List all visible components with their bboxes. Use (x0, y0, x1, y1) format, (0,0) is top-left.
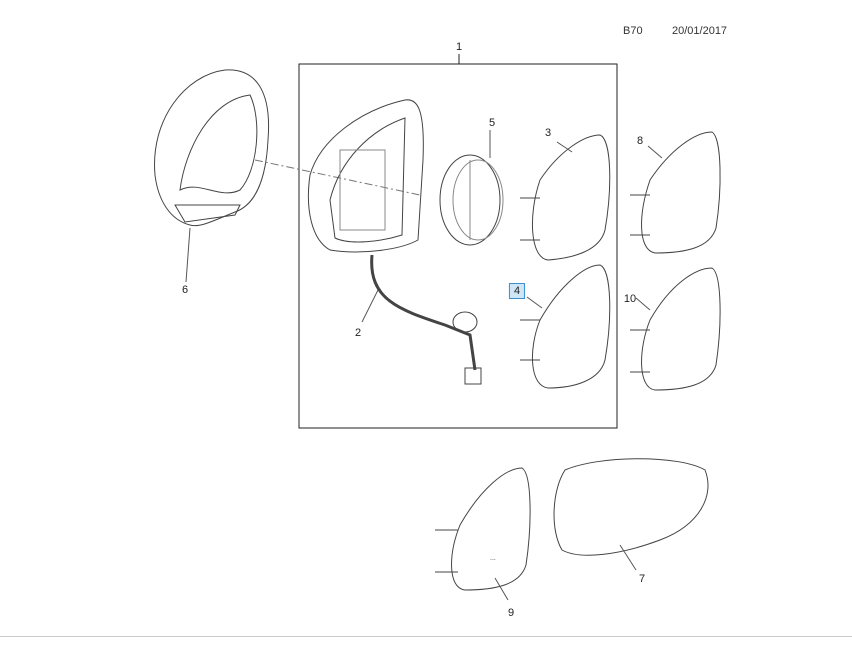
callout-7[interactable]: 7 (638, 573, 646, 585)
diagram-code: B70 (623, 25, 643, 37)
part-7-mirror-glass[interactable] (553, 458, 709, 556)
part-4-mirror-glass[interactable] (520, 264, 611, 389)
callout-6[interactable]: 6 (181, 284, 189, 296)
part-10-mirror-glass[interactable] (630, 267, 721, 391)
part-2-cable[interactable] (370, 254, 477, 371)
assembly-frame (298, 63, 618, 429)
diagram-date: 20/01/2017 (672, 25, 728, 37)
callout-1[interactable]: 1 (455, 41, 463, 53)
part-5-motor[interactable] (439, 154, 504, 246)
part-3-mirror-glass[interactable] (520, 134, 611, 261)
part-1-mirror-body[interactable] (307, 99, 424, 253)
callout-8[interactable]: 8 (636, 135, 644, 147)
part-6-mirror-cover[interactable] (154, 69, 270, 227)
callout-10[interactable]: 10 (623, 293, 637, 305)
callout-5[interactable]: 5 (488, 117, 496, 129)
callout-4-highlighted[interactable]: 4 (508, 283, 526, 299)
callout-9[interactable]: 9 (507, 607, 515, 619)
callout-3[interactable]: 3 (544, 127, 552, 139)
bottom-divider (0, 636, 852, 637)
svg-text:...: ... (490, 555, 496, 562)
part-8-mirror-glass[interactable] (630, 131, 721, 254)
callout-2[interactable]: 2 (354, 327, 362, 339)
part-9-mirror-glass[interactable]: ... (435, 467, 531, 591)
